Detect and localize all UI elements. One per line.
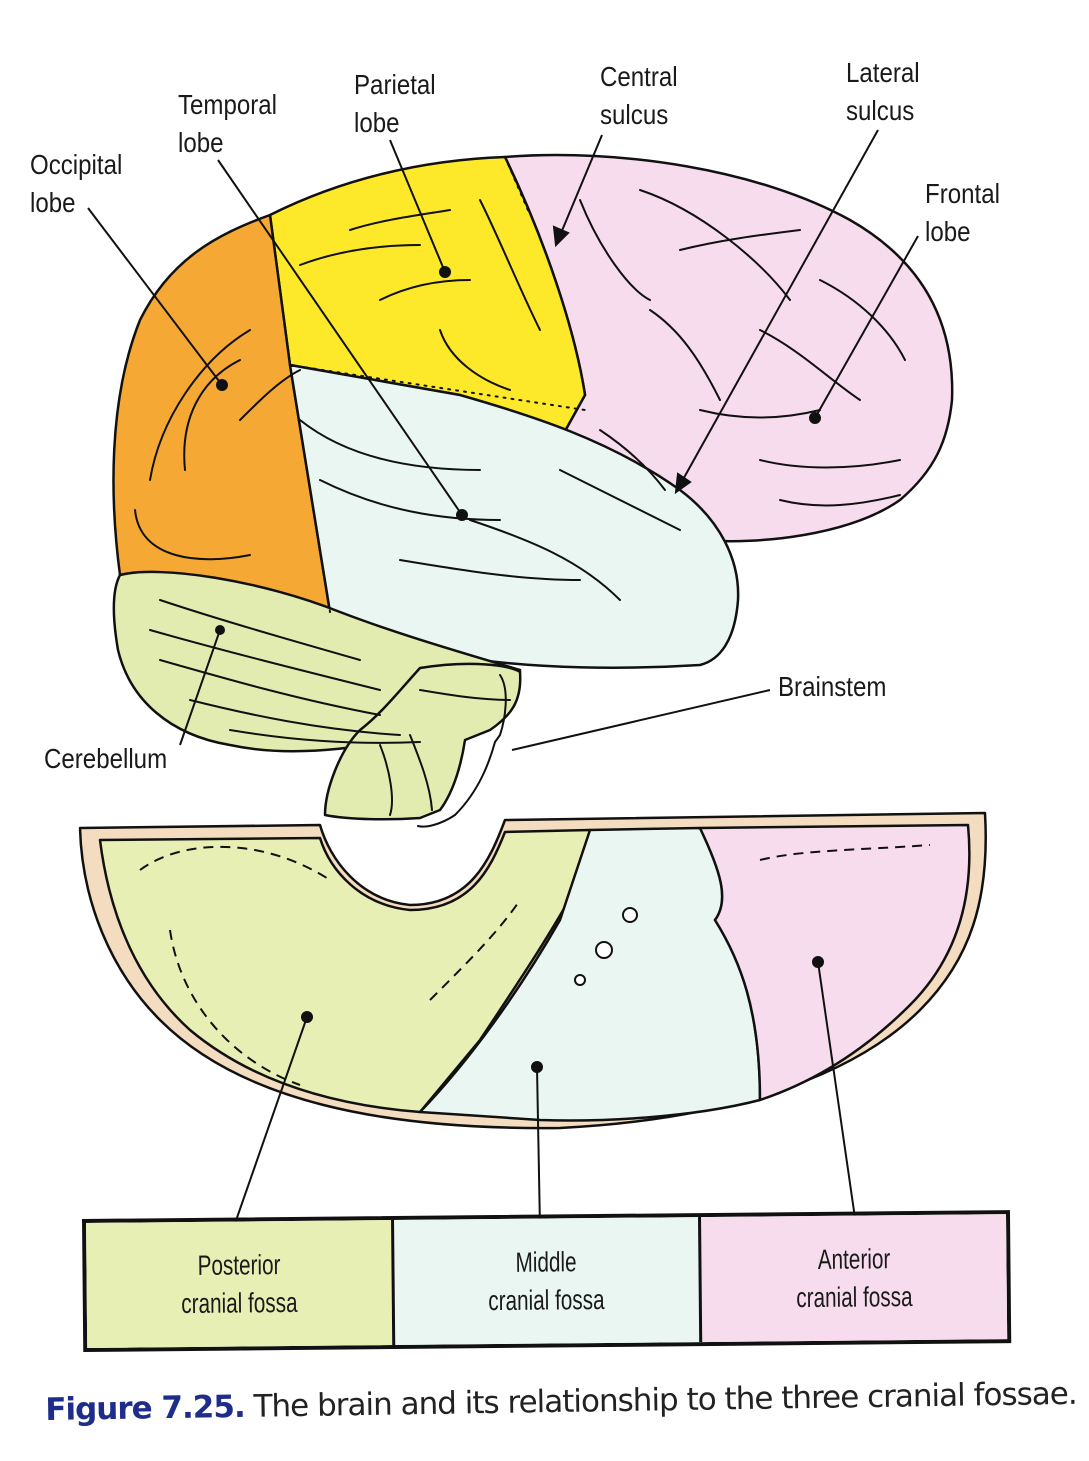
lateral-sulcus-label: Lateral sulcus — [846, 54, 920, 130]
anterior-fossa — [698, 823, 971, 1102]
central-sulcus-label: Central sulcus — [600, 58, 678, 134]
leader-posterior — [231, 1016, 308, 1233]
figure-number: Figure 7.25. — [45, 1388, 245, 1428]
posterior-fossa-box: Posterior cranial fossa — [86, 1220, 392, 1348]
central-sulcus-label-line1: Central — [600, 61, 678, 92]
leader-occipital — [87, 207, 223, 386]
leader-brainstem — [511, 689, 771, 751]
leader-cerebellum — [179, 629, 221, 746]
anterior-line1: Anterior — [817, 1242, 891, 1275]
central-sulcus-label-line2: sulcus — [600, 99, 669, 130]
parietal-lobe-label: Parietal lobe — [354, 66, 436, 142]
brainstem-shape — [323, 662, 522, 821]
anterior-line2: cranial fossa — [796, 1280, 913, 1313]
temporal-label-line2: lobe — [178, 127, 224, 158]
temporal-label-line1: Temporal — [178, 89, 278, 120]
anterior-fossa-label: Anterior cranial fossa — [786, 1239, 922, 1316]
anterior-fossa-box: Anterior cranial fossa — [698, 1214, 1008, 1343]
fossae-legend: Posterior cranial fossa Middle cranial f… — [82, 1210, 1012, 1352]
leader-anterior — [817, 961, 856, 1219]
parietal-label-line1: Parietal — [354, 69, 436, 100]
frontal-label-line1: Frontal — [925, 178, 1000, 209]
leader-parietal — [389, 139, 446, 273]
leader-frontal — [814, 235, 919, 419]
leader-temporal — [217, 159, 463, 516]
middle-fossa-box: Middle cranial fossa — [390, 1217, 700, 1346]
leader-lateral-sulcus — [675, 129, 879, 493]
lateral-sulcus-label-line1: Lateral — [846, 57, 920, 88]
leader-lines — [87, 129, 919, 1233]
occipital-label-line1: Occipital — [30, 149, 123, 180]
lateral-sulcus-label-line2: sulcus — [846, 95, 915, 126]
leader-middle — [536, 1066, 541, 1229]
cranial-base — [78, 811, 987, 1130]
parietal-label-line2: lobe — [354, 107, 400, 138]
posterior-fossa — [98, 828, 592, 1114]
leader-central-sulcus — [555, 134, 603, 246]
frontal-label-line2: lobe — [925, 216, 971, 247]
middle-line1: Middle — [515, 1245, 578, 1278]
middle-line2: cranial fossa — [488, 1283, 606, 1316]
occipital-lobe-label: Occipital lobe — [30, 146, 122, 222]
frontal-lobe-label: Frontal lobe — [925, 175, 1000, 251]
brainstem-label: Brainstem — [778, 671, 887, 702]
posterior-fossa-label: Posterior cranial fossa — [171, 1245, 307, 1322]
posterior-line1: Posterior — [197, 1248, 281, 1281]
middle-fossa-label: Middle cranial fossa — [479, 1242, 615, 1319]
cerebellum-label: Cerebellum — [44, 743, 168, 774]
posterior-line2: cranial fossa — [180, 1286, 298, 1319]
brain-lateral-view — [112, 153, 954, 828]
occipital-label-line2: lobe — [30, 187, 76, 218]
temporal-lobe-label: Temporal lobe — [178, 86, 277, 162]
